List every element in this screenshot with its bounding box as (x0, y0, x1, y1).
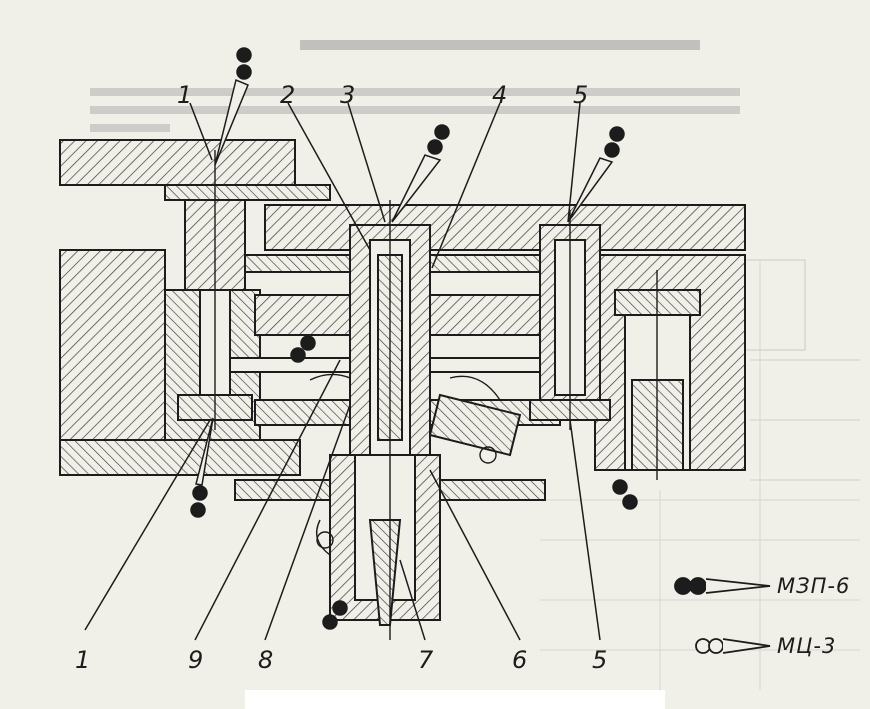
detail-lines (214, 150, 658, 640)
part-label-5-bottom: 5 (592, 646, 607, 674)
background-text-ghost (90, 40, 860, 690)
leader-lines (84, 102, 601, 641)
part-label-6: 6 (512, 646, 527, 674)
legend-open-label: МЦ-3 (777, 634, 836, 658)
part-label-5-top: 5 (573, 81, 588, 109)
part-label-1-bottom: 1 (75, 646, 90, 674)
legend-open-symbol (695, 638, 771, 654)
part-label-3: 3 (340, 81, 355, 109)
legend: МЗП-6 МЦ-3 (674, 574, 850, 658)
part-label-1-top: 1 (177, 81, 192, 109)
part-label-9: 9 (188, 646, 203, 674)
lube-markers-filled (190, 47, 638, 630)
part-label-2: 2 (280, 81, 295, 109)
scan-white-patch (245, 690, 665, 709)
part-label-7: 7 (418, 646, 434, 674)
housing (59, 139, 746, 626)
legend-filled-symbol (674, 577, 771, 595)
legend-filled-label: МЗП-6 (777, 574, 850, 598)
part-labels: 1 2 3 4 5 1 9 8 7 6 5 (75, 81, 607, 674)
part-label-8: 8 (258, 646, 273, 674)
part-label-4: 4 (492, 81, 507, 109)
